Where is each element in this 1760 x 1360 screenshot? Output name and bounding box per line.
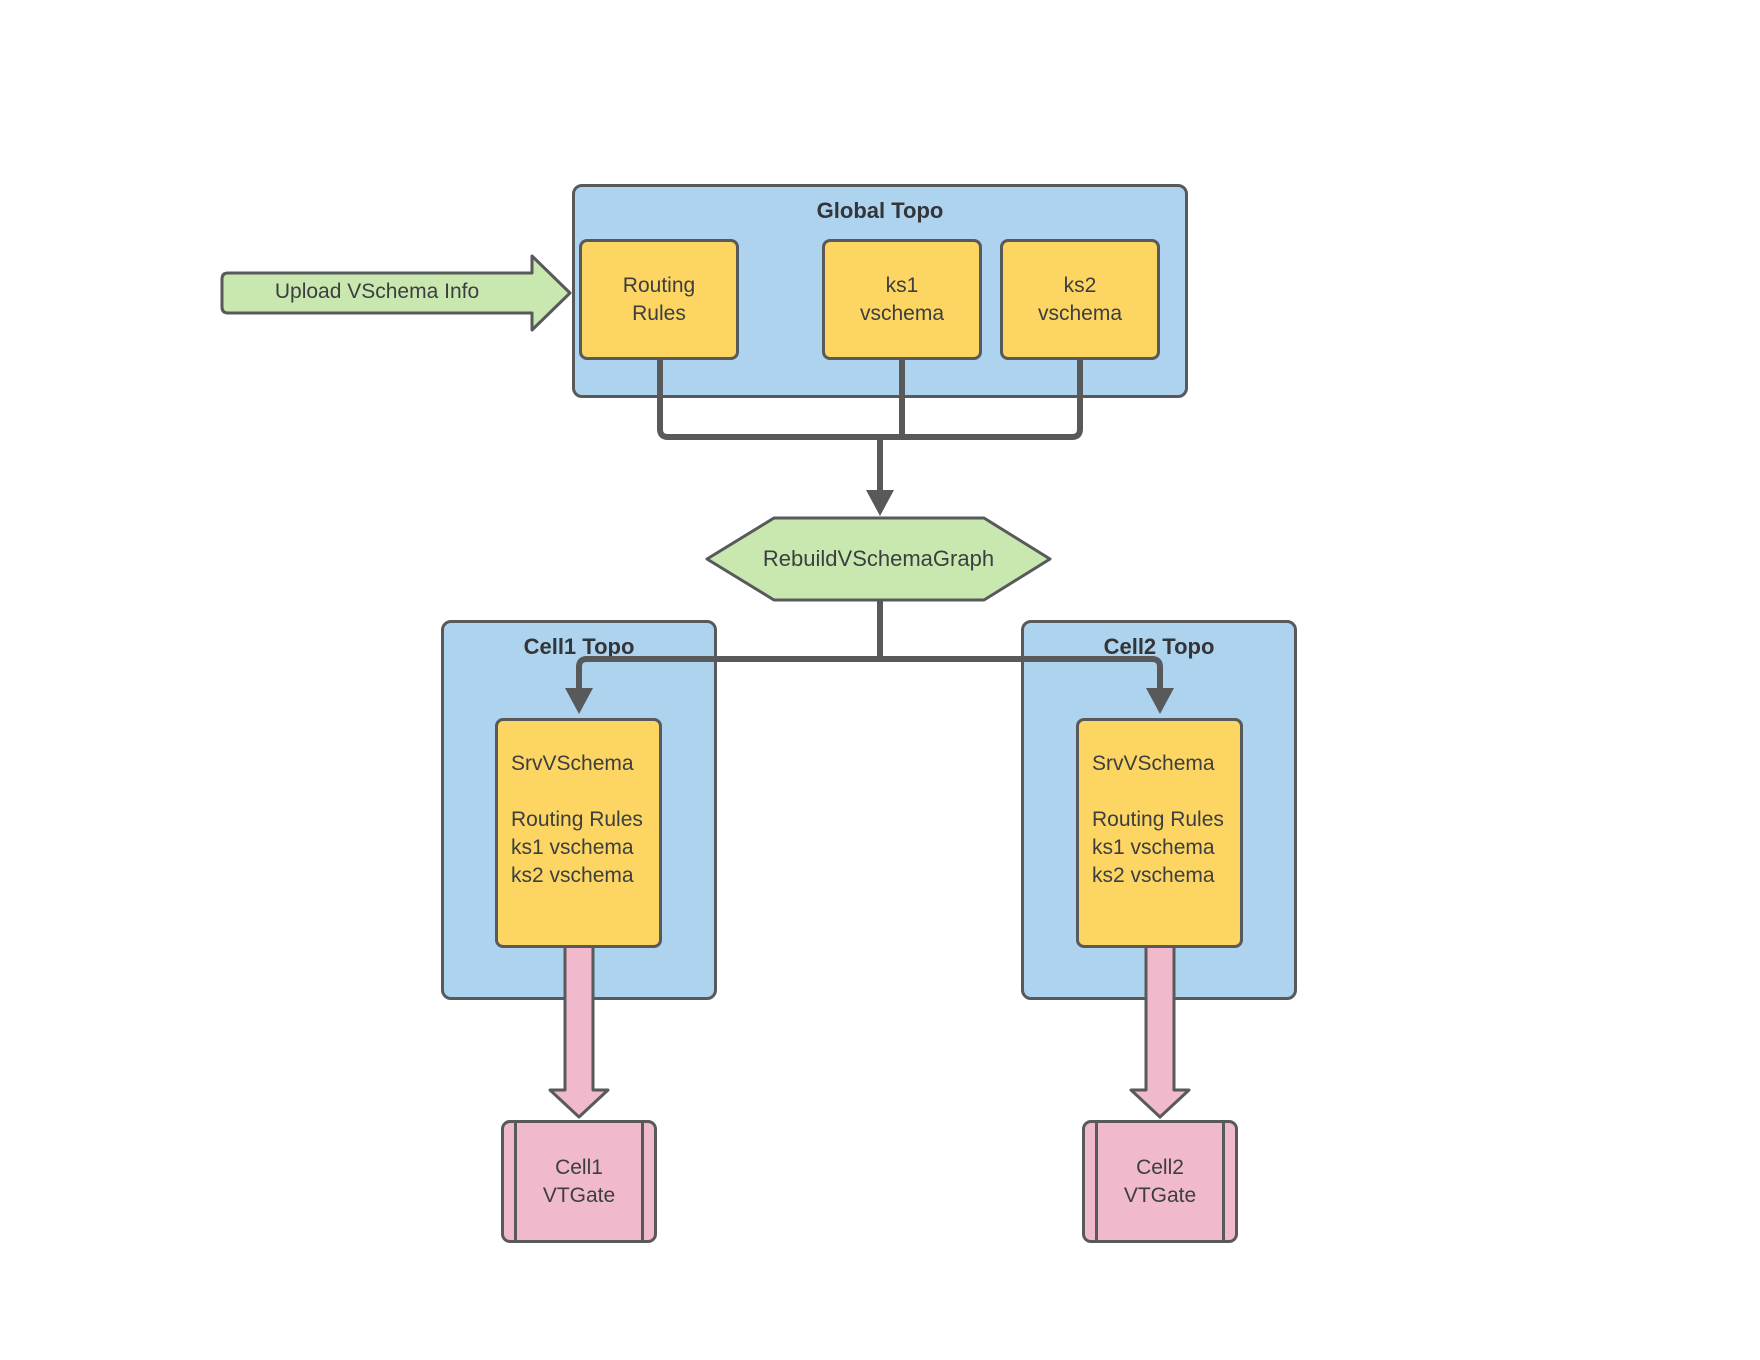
vtgate-arrow-cell2	[1129, 942, 1191, 1119]
arrowhead-to-rebuild	[866, 490, 894, 516]
node-routing-rules: Routing Rules	[579, 239, 739, 360]
vtgate-arrow-cell1	[548, 942, 610, 1119]
arrowhead-to-cell1-srv	[565, 688, 593, 714]
global-topo-title: Global Topo	[816, 198, 944, 223]
connector-split-to-cells	[576, 656, 1163, 693]
vtgate-cell2: Cell2 VTGate	[1082, 1120, 1238, 1243]
rebuild-hexagon	[705, 516, 1052, 602]
node-ks2-vschema: ks2 vschema	[1000, 239, 1160, 360]
node-ks1-vschema: ks1 vschema	[822, 239, 982, 360]
connector-routing-rules-to-merge	[657, 357, 1083, 440]
node-srvvschema-cell2: SrvVSchema Routing Rules ks1 vschema ks2…	[1076, 718, 1243, 948]
upload-arrow-shape	[220, 254, 572, 332]
node-srvvschema-cell1: SrvVSchema Routing Rules ks1 vschema ks2…	[495, 718, 662, 948]
cell2-topo-title: Cell2 Topo	[1103, 634, 1215, 659]
arrowhead-to-cell2-srv	[1146, 688, 1174, 714]
cell1-topo-title: Cell1 Topo	[523, 634, 635, 659]
vtgate-cell1: Cell1 VTGate	[501, 1120, 657, 1243]
